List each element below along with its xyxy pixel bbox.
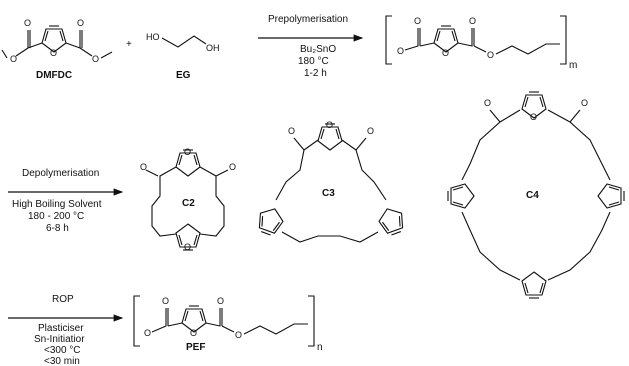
furan-oxygen: O — [530, 112, 537, 122]
repeat-m: m — [569, 60, 577, 71]
arrow2-below-2: 180 - 200 °C — [28, 211, 84, 222]
repeat-n: n — [317, 342, 323, 353]
c3-label: C3 — [322, 188, 335, 199]
ester-oxygen: O — [397, 46, 404, 56]
carbonyl-oxygen: O — [217, 296, 224, 306]
eg-oh: OH — [206, 43, 220, 53]
arrow3-below-3: <300 °C — [44, 345, 81, 356]
furan-oxygen: O — [50, 48, 57, 58]
arrow3-below-1: Plasticiser — [38, 323, 84, 334]
arrow2-below-1: High Boiling Solvent — [12, 199, 102, 210]
cyclic-tetramer-c4: O O O — [447, 91, 625, 299]
arrow2-below-3: 6-8 h — [46, 223, 69, 234]
pef-label: PEF — [186, 342, 205, 353]
arrow1-below-1: Bu₂SnO — [300, 44, 336, 55]
pef-structure: O O O O O — [133, 295, 315, 347]
carbonyl-oxygen: O — [229, 162, 236, 172]
arrow1-below-3: 1-2 h — [304, 68, 327, 79]
cyclic-trimer-c3: O O O — [254, 120, 408, 243]
arrow3-above: ROP — [52, 294, 74, 305]
arrow3-below-4: <30 min — [44, 356, 80, 366]
carbonyl-oxygen: O — [581, 98, 588, 108]
arrow3-below-2: Sn-Initiatior — [34, 334, 85, 345]
plus-sign: + — [126, 39, 132, 50]
dmfdc-structure: O O O O O — [1, 18, 113, 64]
carbonyl-oxygen: O — [24, 18, 31, 28]
prepolymer-structure: O O O O O — [385, 15, 567, 65]
eg-label: EG — [176, 70, 191, 81]
furan-oxygen: O — [184, 147, 191, 157]
ester-oxygen: O — [144, 328, 151, 338]
furan-oxygen: O — [184, 242, 191, 252]
ester-oxygen: O — [235, 330, 242, 340]
c2-label: C2 — [182, 198, 195, 209]
arrow2-above: Depolymerisation — [22, 168, 99, 179]
dmfdc-label: DMFDC — [36, 70, 72, 81]
carbonyl-oxygen: O — [414, 16, 421, 26]
carbonyl-oxygen: O — [162, 296, 169, 306]
furan-oxygen: O — [326, 120, 333, 130]
ester-oxygen: O — [10, 54, 17, 64]
eg-ho: HO — [146, 32, 160, 42]
carbonyl-oxygen: O — [288, 126, 295, 136]
cyclic-dimer-c2: O O O O — [140, 147, 236, 252]
ester-oxygen: O — [92, 54, 99, 64]
ester-oxygen: O — [487, 50, 494, 60]
furan-oxygen: O — [442, 48, 449, 58]
arrow1-below-2: 180 °C — [298, 56, 329, 67]
carbonyl-oxygen: O — [77, 18, 84, 28]
carbonyl-oxygen: O — [469, 16, 476, 26]
carbonyl-oxygen: O — [484, 98, 491, 108]
carbonyl-oxygen: O — [140, 162, 147, 172]
furan-oxygen: O — [190, 328, 197, 338]
arrow1-above: Prepolymerisation — [268, 14, 348, 25]
c4-label: C4 — [526, 190, 539, 201]
carbonyl-oxygen: O — [367, 126, 374, 136]
ethylene-glycol-structure: HO OH — [146, 32, 220, 53]
